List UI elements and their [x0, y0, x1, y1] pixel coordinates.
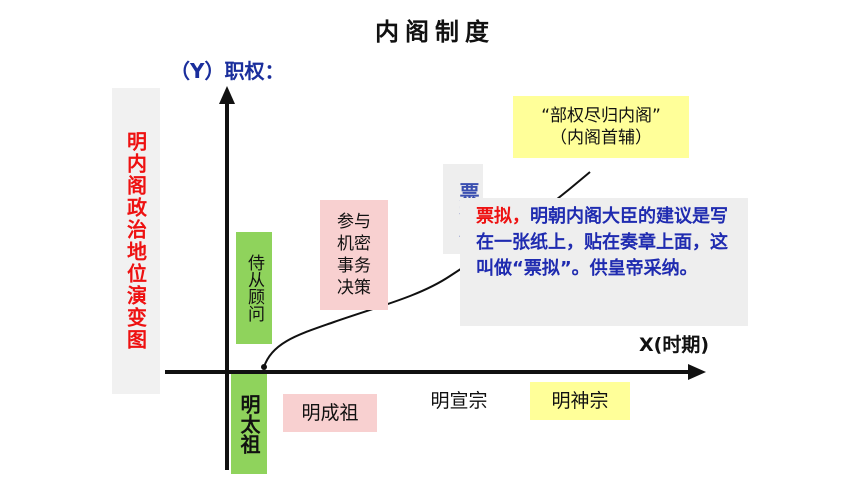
period-ming-taizu: 明太祖 — [231, 374, 267, 474]
period-ming-chengzu: 明成祖 — [283, 394, 377, 432]
stage-canyu-label: 参与机密事务决策 — [336, 211, 371, 299]
stage-quote-box: “部权尽归内阁” （内阁首辅） — [513, 96, 689, 158]
period-ming-shenzong: 明神宗 — [530, 382, 630, 420]
y-axis-label: （Y）职权： — [170, 59, 285, 83]
stage-shicong: 侍从顾问 — [236, 232, 272, 344]
x-axis-label: X(时期) — [639, 334, 710, 356]
page-title: 内阁制度 — [375, 18, 495, 46]
definition-term: 票拟， — [476, 206, 530, 227]
curve-start-dot — [261, 364, 267, 370]
y-axis-arrow — [219, 86, 235, 104]
stage-canyu: 参与机密事务决策 — [320, 200, 388, 310]
vertical-title: 明内阁政治地位演变图 — [112, 88, 160, 394]
piaoni-definition: 票拟，明朝内阁大臣的建议是写在一张纸上，贴在奏章上面，这叫做“票拟”。供皇帝采纳… — [460, 198, 748, 326]
period-ming-xuanzong: 明宣宗 — [410, 382, 508, 420]
quote-line1: “部权尽归内阁” — [541, 105, 661, 126]
quote-line2: （内阁首辅） — [550, 128, 652, 148]
definition-text: 明朝内阁大臣的建议是写在一张纸上，贴在奏章上面，这叫做“票拟”。供皇帝采纳。 — [476, 206, 728, 280]
x-axis-arrow — [688, 364, 706, 380]
